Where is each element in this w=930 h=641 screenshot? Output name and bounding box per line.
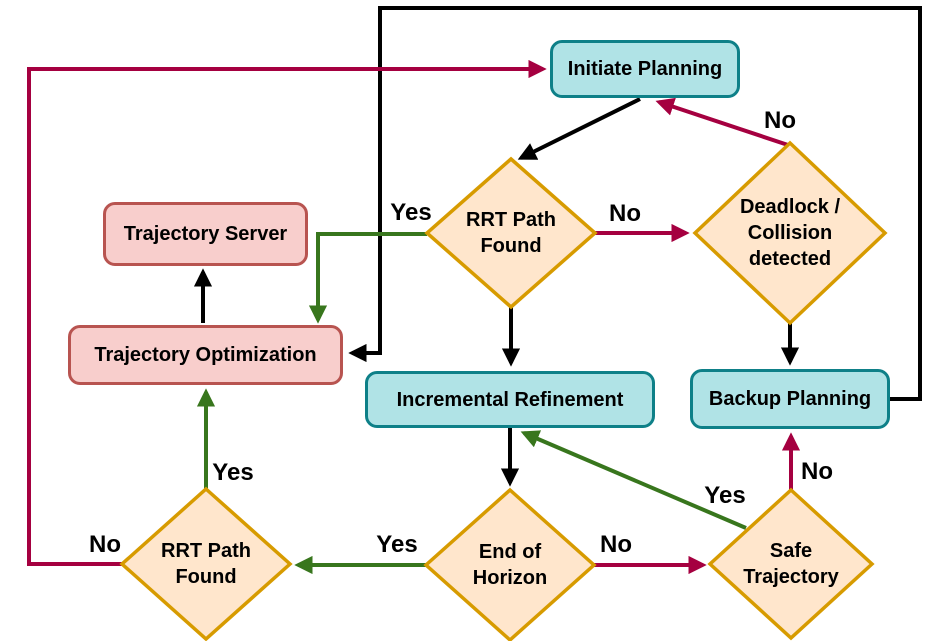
decision-rrt-path-found-top-label: RRT Path Found — [466, 209, 556, 257]
decision-rrt-path-found-bottom-shape — [119, 486, 293, 641]
node-incremental-refinement-label: Incremental Refinement — [396, 388, 624, 411]
edge-yes-rrt-path-found-top-to-trajectory-optimization — [308, 232, 427, 324]
node-backup-planning: Backup Planning — [690, 369, 890, 429]
decision-rrt-path-found-top-shape — [424, 156, 598, 310]
node-trajectory-optimization: Trajectory Optimization — [68, 325, 343, 385]
decision-deadlock-collision-shape — [692, 140, 888, 326]
edge-label-no-left-loop: No — [89, 531, 121, 558]
edge-initiate-planning-to-rrt-path-found-top — [517, 97, 641, 160]
node-trajectory-optimization-label: Trajectory Optimization — [94, 344, 317, 366]
decision-rrt-path-found-bottom-label: RRT Path Found — [161, 540, 251, 588]
edge-no-deadlock-collision-to-initiate-planning — [655, 97, 789, 147]
node-incremental-refinement: Incremental Refinement — [365, 371, 655, 428]
decision-safe-trajectory-shape — [707, 487, 875, 641]
decision-end-of-horizon-shape — [423, 487, 597, 641]
edge-label-yes-rrt-bottom: Yes — [212, 459, 254, 486]
edge-label-yes-end-of-horizon: Yes — [376, 531, 418, 558]
edge-label-no-safe-trajectory: No — [801, 458, 833, 485]
edge-backup-planning-to-trajectory-optimization — [348, 6, 922, 401]
edge-label-no-deadlock: No — [764, 107, 796, 134]
edge-no-rrt-path-found-bottom-to-initiate-planning — [27, 59, 547, 566]
node-trajectory-server: Trajectory Server — [103, 202, 308, 266]
edge-label-yes-safe-trajectory: Yes — [704, 482, 746, 509]
node-backup-planning-label: Backup Planning — [708, 388, 872, 410]
edge-label-no-rrt-top: No — [609, 200, 641, 227]
decision-safe-trajectory-label: Safe Trajectory — [743, 540, 839, 588]
edge-yes-safe-trajectory-to-incremental-refinement — [520, 430, 747, 530]
node-initiate-planning: Initiate Planning — [550, 40, 740, 98]
node-trajectory-server-label: Trajectory Server — [123, 223, 288, 245]
edge-label-no-end-of-horizon: No — [600, 531, 632, 558]
edge-label-yes-rrt-top: Yes — [390, 199, 432, 226]
decision-end-of-horizon-label: End of Horizon — [472, 541, 548, 589]
decision-deadlock-collision-label: Deadlock / Collision detected — [739, 196, 841, 270]
node-initiate-planning-label: Initiate Planning — [567, 58, 723, 80]
